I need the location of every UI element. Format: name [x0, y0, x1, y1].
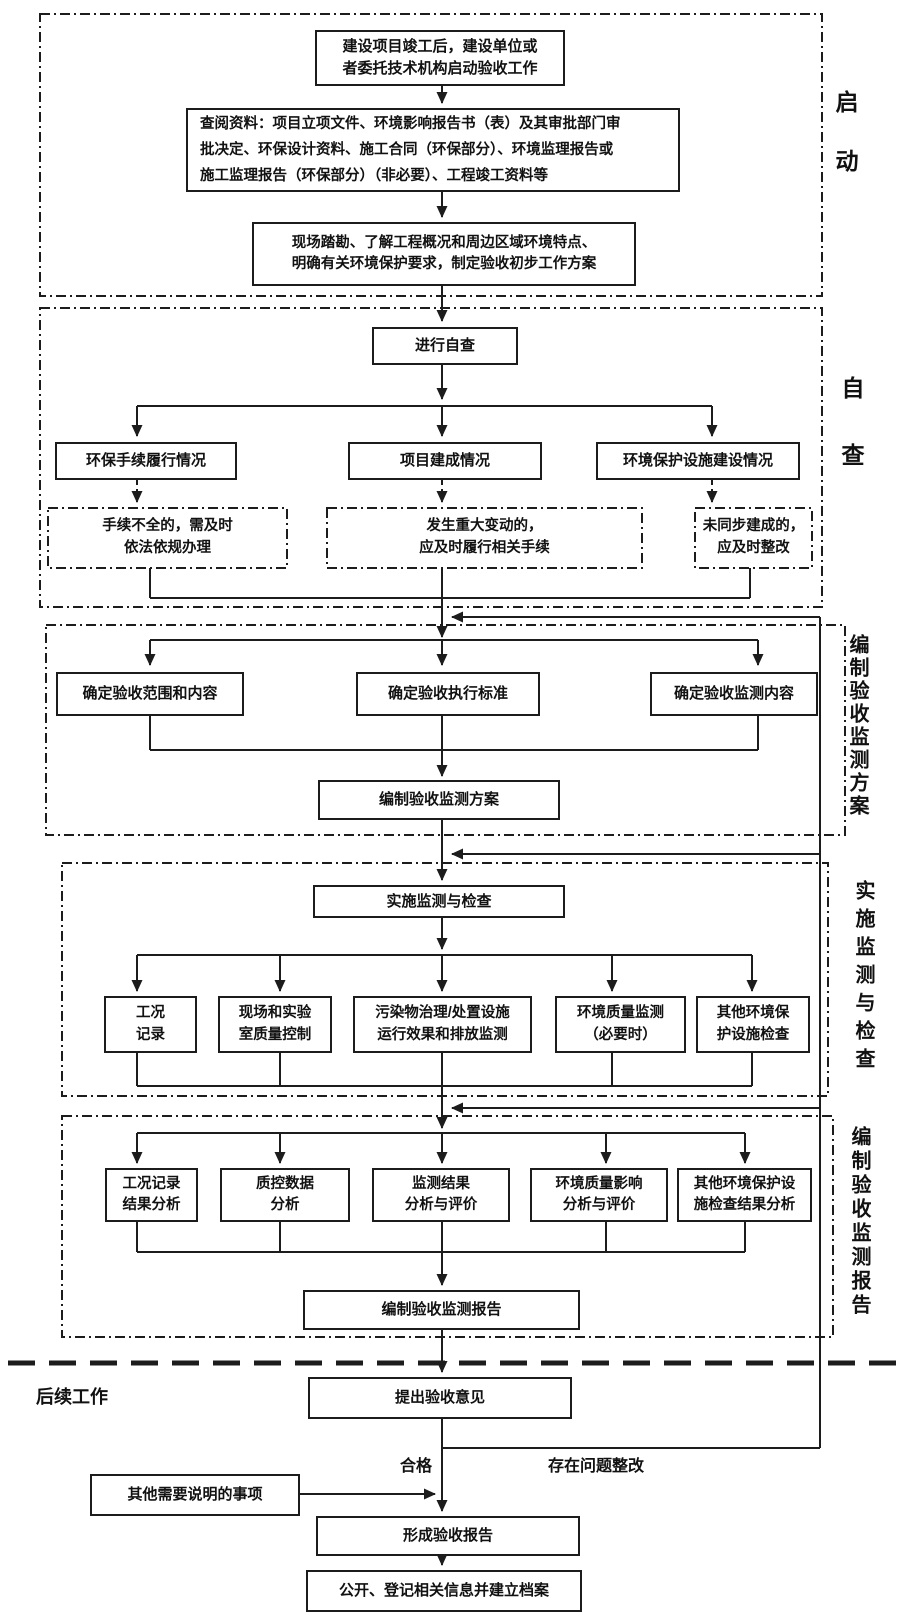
section-border-baogao: [61, 1115, 834, 1338]
node-review-documents: 查阅资料：项目立项文件、环境影响报告书（表）及其审批部门审 批决定、环保设计资料…: [186, 108, 680, 192]
node-prepare-monitoring-report: 编制验收监测报告: [303, 1290, 580, 1330]
node-task-quality-control: 现场和实验 室质量控制: [218, 996, 332, 1053]
node-define-scope: 确定验收范围和内容: [56, 672, 244, 716]
node-implement-monitoring: 实施监测与检查: [313, 885, 565, 918]
node-issue-incomplete-procedure: 手续不全的，需及时 依法依规办理: [102, 518, 233, 556]
side-label-baogao: 编制验收监测报告: [848, 1126, 870, 1318]
node-analysis-other-facility: 其他环境保护设 施检查结果分析: [677, 1168, 812, 1222]
node-start-acceptance: 建设项目竣工后，建设单位或 者委托技术机构启动验收工作: [315, 30, 565, 86]
node-propose-acceptance-opinion: 提出验收意见: [308, 1377, 572, 1419]
node-task-pollutant-monitoring: 污染物治理/处置设施 运行效果和排放监测: [353, 996, 532, 1053]
node-procedure-status: 环保手续履行情况: [55, 442, 237, 480]
section-border-jiancha: [61, 862, 829, 1097]
node-project-completion-status: 项目建成情况: [348, 442, 542, 480]
edge-label-pass: 合格: [400, 1458, 433, 1475]
side-label-qidong: 启动: [832, 90, 858, 208]
node-protection-facility-status: 环境保护设施建设情况: [596, 442, 800, 480]
node-self-check: 进行自查: [372, 327, 518, 365]
issue-box-outline-3: [694, 507, 813, 569]
node-prepare-monitoring-plan: 编制验收监测方案: [318, 780, 560, 820]
edge-label-rework: 存在问题整改: [548, 1458, 645, 1475]
side-label-fangan: 编制验收监测方案: [846, 634, 868, 818]
node-site-survey: 现场踏勘、了解工程概况和周边区域环境特点、 明确有关环境保护要求，制定验收初步工…: [252, 222, 636, 286]
node-define-monitoring-content: 确定验收监测内容: [650, 672, 818, 716]
node-analysis-monitoring-results: 监测结果 分析与评价: [372, 1168, 510, 1222]
node-analysis-qc-data: 质控数据 分析: [220, 1168, 350, 1222]
issue-box-outline-2: [326, 507, 643, 569]
node-other-notes: 其他需要说明的事项: [90, 1474, 300, 1516]
node-task-operating-record: 工况 记录: [104, 996, 197, 1053]
node-analysis-env-quality-impact: 环境质量影响 分析与评价: [530, 1168, 668, 1222]
node-analysis-operating-record: 工况记录 结果分析: [105, 1168, 198, 1222]
section-border-fangan: [45, 624, 846, 836]
node-issue-not-synchronized: 未同步建成的， 应及时整改: [702, 518, 805, 556]
node-task-other-facility-check: 其他环境保 护设施检查: [696, 996, 810, 1053]
node-publish-and-archive: 公开、登记相关信息并建立档案: [306, 1570, 582, 1612]
node-issue-major-change: 发生重大变动的， 应及时履行相关手续: [419, 518, 550, 556]
node-form-acceptance-report: 形成验收报告: [316, 1516, 580, 1556]
section-border-qidong: [39, 13, 823, 297]
issue-box-outline-1: [47, 507, 288, 569]
side-label-zicha: 自查: [838, 376, 864, 510]
node-task-env-quality-monitoring: 环境质量监测 （必要时）: [555, 996, 686, 1053]
node-define-standards: 确定验收执行标准: [356, 672, 540, 716]
side-label-houxu: 后续工作: [36, 1387, 108, 1407]
side-label-jiancha: 实施监测与检查: [852, 880, 874, 1076]
